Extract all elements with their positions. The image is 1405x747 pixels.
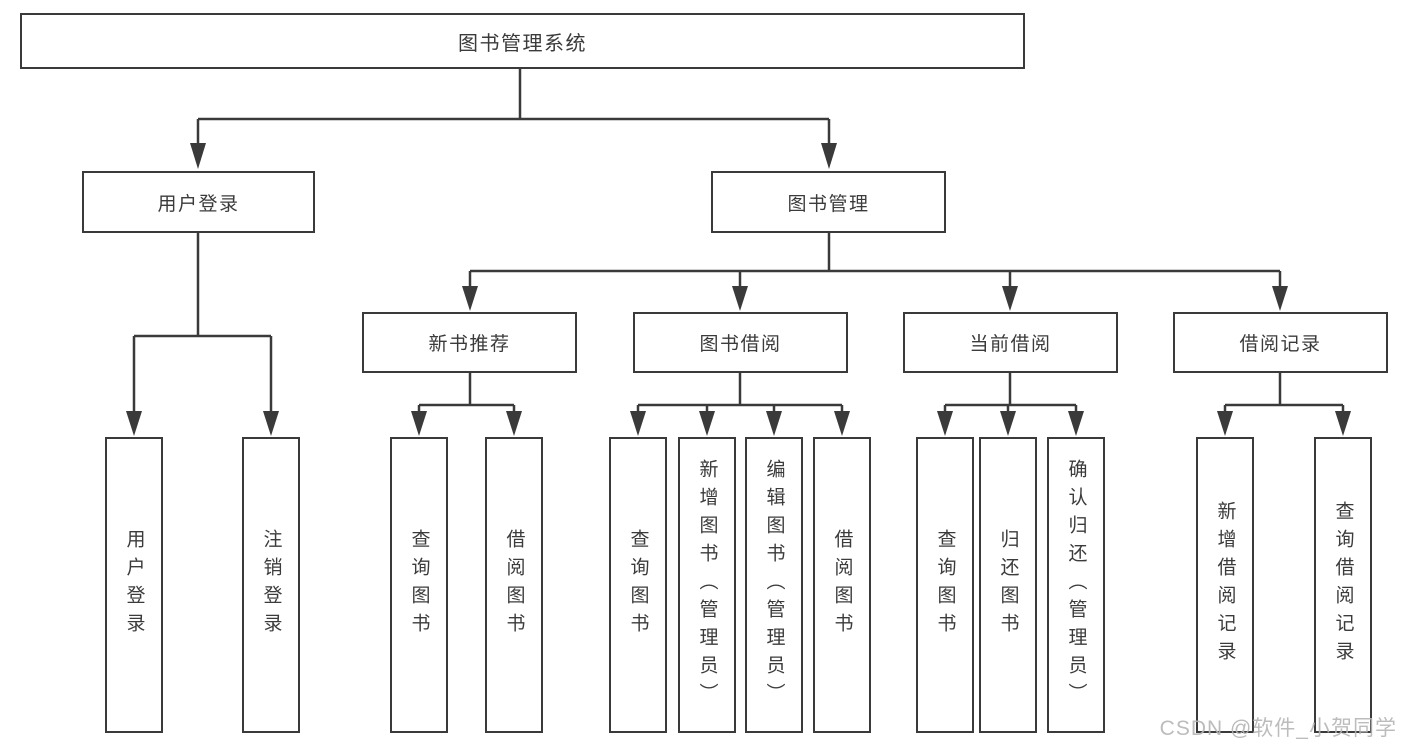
node-query-books-current: 查询图书 <box>916 437 974 733</box>
watermark: CSDN @软件_小贺同学 <box>1159 717 1397 740</box>
node-book-management-label: 图书管理 <box>787 193 870 215</box>
node-current-borrowing-label: 当前借阅 <box>969 334 1052 355</box>
node-query-borrow-record-label: 查询借阅记录 <box>1332 501 1354 669</box>
node-new-book-recommendation-label: 新书推荐 <box>428 334 511 355</box>
node-query-books-recommend-label: 查询图书 <box>408 529 430 641</box>
node-book-borrowing-label: 图书借阅 <box>699 334 782 355</box>
node-confirm-return-admin-label: 确认归还（管理员） <box>1065 459 1087 711</box>
node-edit-book-admin-label: 编辑图书（管理员） <box>763 459 785 711</box>
node-return-books: 归还图书 <box>979 437 1037 733</box>
node-add-borrow-record: 新增借阅记录 <box>1196 437 1254 733</box>
node-add-borrow-record-label: 新增借阅记录 <box>1214 501 1236 669</box>
node-add-book-admin: 新增图书（管理员） <box>678 437 736 733</box>
node-borrowing-records: 借阅记录 <box>1173 312 1388 373</box>
node-edit-book-admin: 编辑图书（管理员） <box>745 437 803 733</box>
node-confirm-return-admin: 确认归还（管理员） <box>1047 437 1105 733</box>
node-add-book-admin-label: 新增图书（管理员） <box>696 459 718 711</box>
node-book-borrowing: 图书借阅 <box>633 312 848 373</box>
node-user-login-action: 用户登录 <box>105 437 163 733</box>
node-borrow-books-label: 借阅图书 <box>831 529 853 641</box>
node-query-borrow-record: 查询借阅记录 <box>1314 437 1372 733</box>
node-query-books-current-label: 查询图书 <box>934 529 956 641</box>
node-logout-label: 注销登录 <box>260 529 282 641</box>
node-borrowing-records-label: 借阅记录 <box>1239 334 1322 355</box>
node-user-login-action-label: 用户登录 <box>123 529 145 641</box>
node-return-books-label: 归还图书 <box>997 529 1019 641</box>
node-query-books-borrow: 查询图书 <box>609 437 667 733</box>
node-user-login: 用户登录 <box>82 171 315 233</box>
node-query-books-recommend: 查询图书 <box>390 437 448 733</box>
node-root: 图书管理系统 <box>20 13 1025 69</box>
arrowheads <box>126 143 1351 436</box>
node-user-login-label: 用户登录 <box>157 193 240 215</box>
node-root-label: 图书管理系统 <box>458 32 587 55</box>
node-current-borrowing: 当前借阅 <box>903 312 1118 373</box>
node-book-management: 图书管理 <box>711 171 946 233</box>
node-new-book-recommendation: 新书推荐 <box>362 312 577 373</box>
node-borrow-books: 借阅图书 <box>813 437 871 733</box>
node-logout: 注销登录 <box>242 437 300 733</box>
node-query-books-borrow-label: 查询图书 <box>627 529 649 641</box>
node-borrow-books-recommend-label: 借阅图书 <box>503 529 525 641</box>
node-borrow-books-recommend: 借阅图书 <box>485 437 543 733</box>
